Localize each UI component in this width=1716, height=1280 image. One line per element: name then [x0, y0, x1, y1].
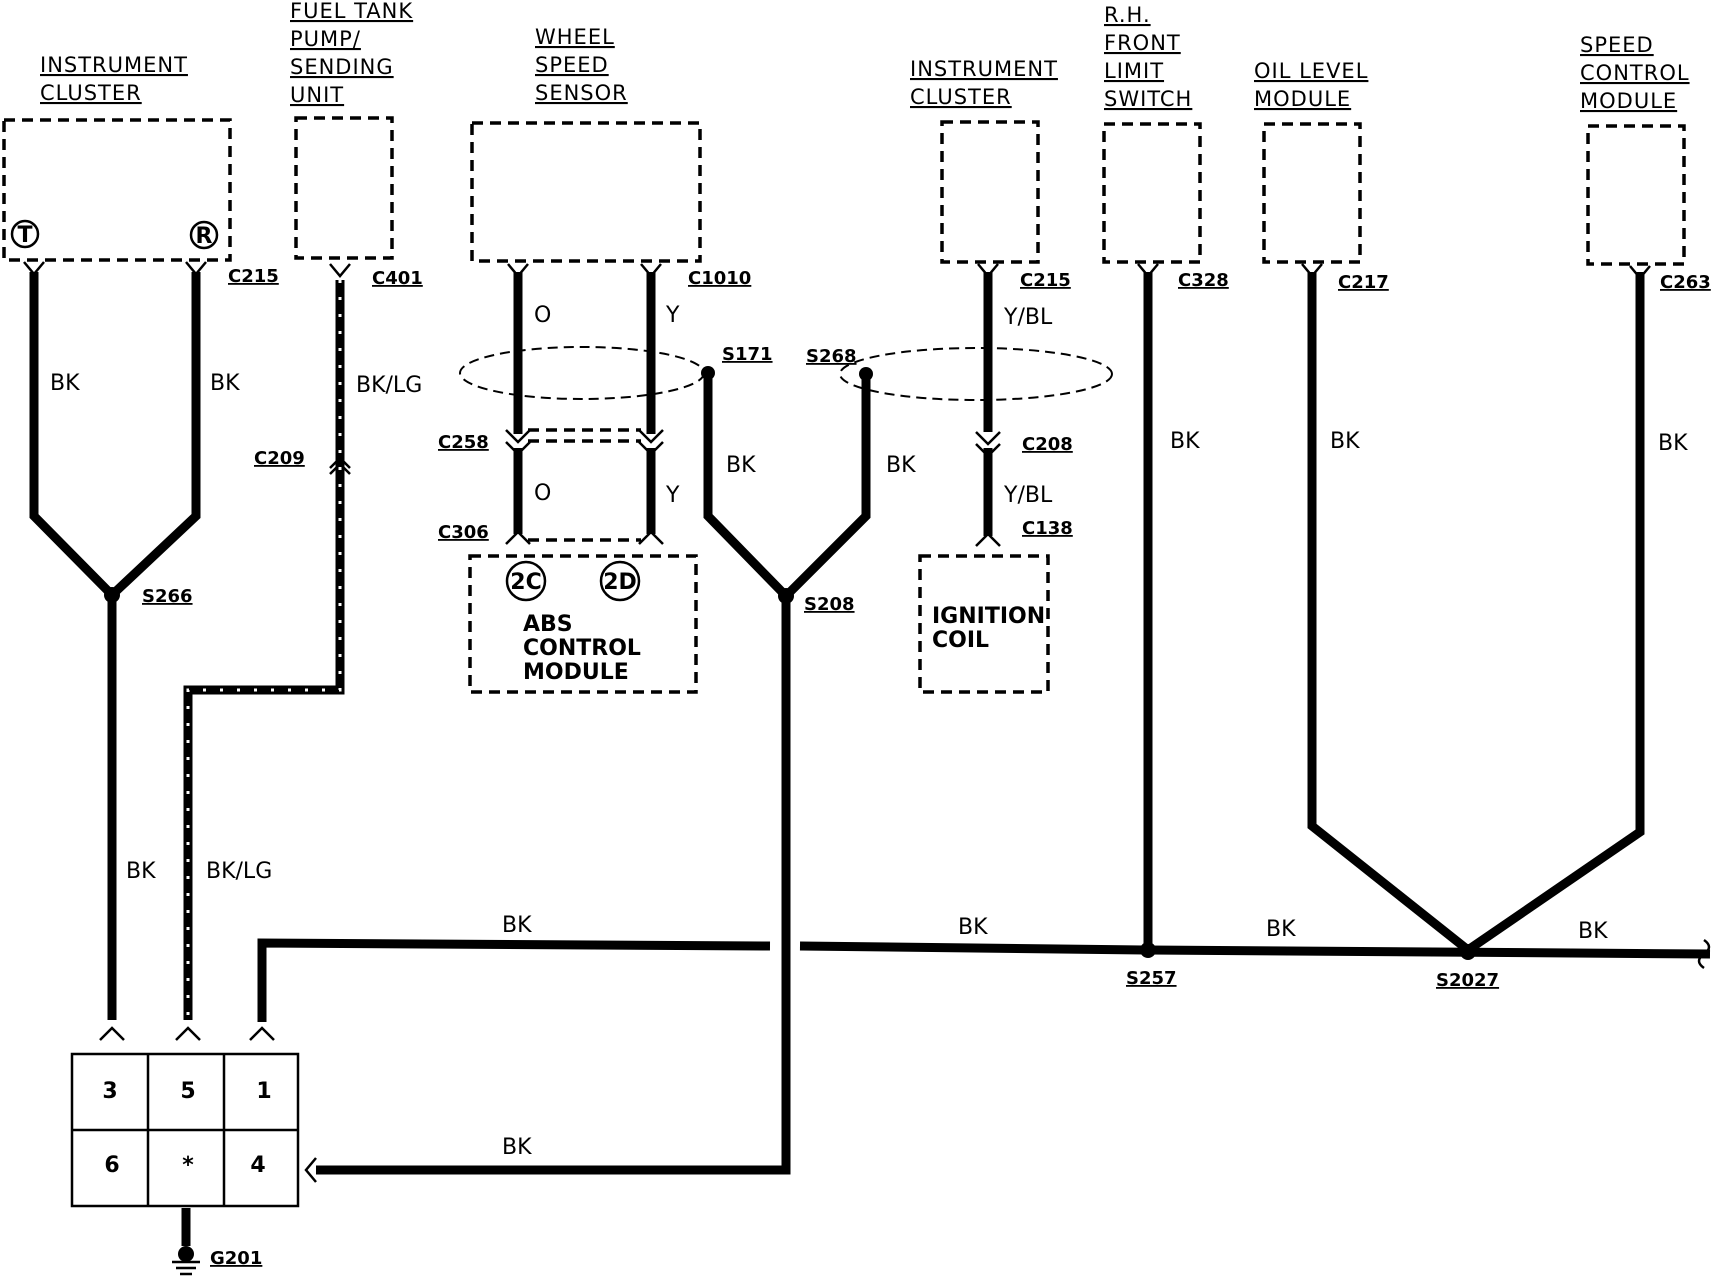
pin-star-label: * — [182, 1153, 194, 1178]
splice-s2027-dot — [1460, 944, 1476, 960]
wire-label-bk: BK — [1658, 431, 1688, 456]
splice-s266-dot — [104, 587, 120, 603]
wire-label-bk: BK — [210, 371, 240, 396]
wire-label-o: O — [534, 481, 551, 506]
rh-front-limit-switch-box — [1102, 122, 1202, 264]
pin-3-label: 3 — [102, 1079, 117, 1104]
pin-4-label: 4 — [250, 1153, 265, 1178]
connector-c209: C209 — [254, 448, 305, 469]
connector-c258: C258 — [438, 432, 489, 453]
wire-label-bk: BK — [958, 915, 988, 940]
connector-c138: C138 — [1022, 518, 1073, 539]
wires — [29, 272, 1711, 1246]
splice-dots — [104, 366, 1476, 960]
speed-control-module-box — [1586, 124, 1686, 266]
splice-s257-dot — [1140, 942, 1156, 958]
wire-label-bk: BK — [886, 453, 916, 478]
wire-label-o: O — [534, 303, 551, 328]
splice-s2027-label: S2027 — [1436, 970, 1499, 991]
splice-s268-label: S268 — [806, 346, 857, 367]
splice-s268-dot — [859, 367, 873, 381]
wire-label-bk: BK — [502, 1135, 532, 1160]
shield-ellipse-s268 — [839, 347, 1113, 401]
ground-icon — [172, 1246, 200, 1276]
splice-s171-label: S171 — [722, 344, 773, 365]
connector-symbols — [23, 261, 1651, 1183]
splice-s266-label: S266 — [142, 586, 193, 607]
wire-label-bk-lg: BK/LG — [206, 859, 272, 884]
wire-label-y-bl: Y/BL — [1003, 483, 1053, 508]
wire-label-bk-lg: BK/LG — [356, 373, 422, 398]
c258-c306-housing — [528, 428, 641, 542]
wire-label-bk: BK — [1330, 429, 1360, 454]
splice-s208-dot — [778, 588, 794, 604]
wire-continuation-mark — [1697, 938, 1711, 970]
connector-c215-right: C215 — [1020, 270, 1071, 291]
oil-level-module-box — [1262, 122, 1362, 264]
connector-c215-left: C215 — [228, 266, 279, 287]
connector-c1010: C1010 — [688, 268, 751, 289]
pin-2d-label: 2D — [603, 570, 637, 595]
splice-s257-label: S257 — [1126, 968, 1177, 989]
wire-label-y: Y — [665, 303, 680, 328]
splice-s171-dot — [701, 366, 715, 380]
wire-label-bk: BK — [726, 453, 756, 478]
instrument-cluster-right-box — [940, 120, 1040, 264]
shield-ellipse-s171 — [459, 346, 705, 400]
wheel-speed-sensor-box — [470, 121, 702, 263]
ground-connector-block: 3 5 1 6 * 4 — [70, 1052, 300, 1208]
connector-c306: C306 — [438, 522, 489, 543]
pin-6-label: 6 — [104, 1153, 119, 1178]
wire-label-bk: BK — [126, 859, 156, 884]
wire-label-bk: BK — [1578, 919, 1608, 944]
wire-label-bk: BK — [1170, 429, 1200, 454]
splice-s208-label: S208 — [804, 594, 855, 615]
pin-5-label: 5 — [180, 1079, 195, 1104]
abs-control-module-box: 2C 2D — [468, 554, 698, 694]
terminal-t-label: T — [17, 223, 32, 248]
wire-label-bk: BK — [1266, 917, 1296, 942]
ignition-coil-box — [918, 554, 1050, 694]
connector-c401: C401 — [372, 268, 423, 289]
wire-label-bk: BK — [502, 913, 532, 938]
pin-2c-label: 2C — [510, 570, 541, 595]
ground-label: G201 — [210, 1248, 262, 1269]
connector-c263: C263 — [1660, 272, 1711, 293]
pin-1-label: 1 — [256, 1079, 271, 1104]
terminal-r-label: R — [196, 224, 213, 249]
connector-c208: C208 — [1022, 434, 1073, 455]
instrument-cluster-left-box: T R — [2, 118, 232, 262]
connector-c217: C217 — [1338, 272, 1389, 293]
wire-color-labels: BK BK BK/LG O Y O Y BK BK Y/BL Y/BL BK B… — [50, 303, 1688, 1160]
connector-c328: C328 — [1178, 270, 1229, 291]
wire-label-y-bl: Y/BL — [1003, 305, 1053, 330]
fuel-tank-unit-box — [294, 116, 394, 260]
wire-label-bk: BK — [50, 371, 80, 396]
wire-label-y: Y — [665, 483, 680, 508]
